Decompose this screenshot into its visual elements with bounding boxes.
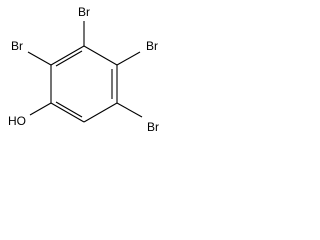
ring-bond-bottom-right xyxy=(83,102,118,123)
bond-to-br-upper-right xyxy=(116,51,141,66)
bond-to-br-upper-left xyxy=(27,51,52,66)
double-bond-inner-bottom-left xyxy=(55,101,83,118)
substituent-bonds xyxy=(27,21,143,118)
ring-bond-bottom-left xyxy=(50,102,85,123)
molecular-structure: Br Br Br Br HO xyxy=(8,5,159,134)
double-bond-inner-top-left xyxy=(55,50,83,67)
ring-bond-top-left xyxy=(50,45,85,66)
br-top-label: Br xyxy=(78,5,90,19)
br-lower-right-label: Br xyxy=(147,120,159,134)
ring-bonds xyxy=(50,45,118,123)
br-upper-left-label: Br xyxy=(11,39,23,53)
bond-to-hydroxyl xyxy=(29,102,52,116)
br-upper-right-label: Br xyxy=(146,39,158,53)
ring-bond-top-right xyxy=(83,45,118,66)
hydroxyl-label: HO xyxy=(8,114,26,128)
double-bond-lines xyxy=(55,50,113,118)
bond-to-br-lower-right xyxy=(116,102,143,118)
